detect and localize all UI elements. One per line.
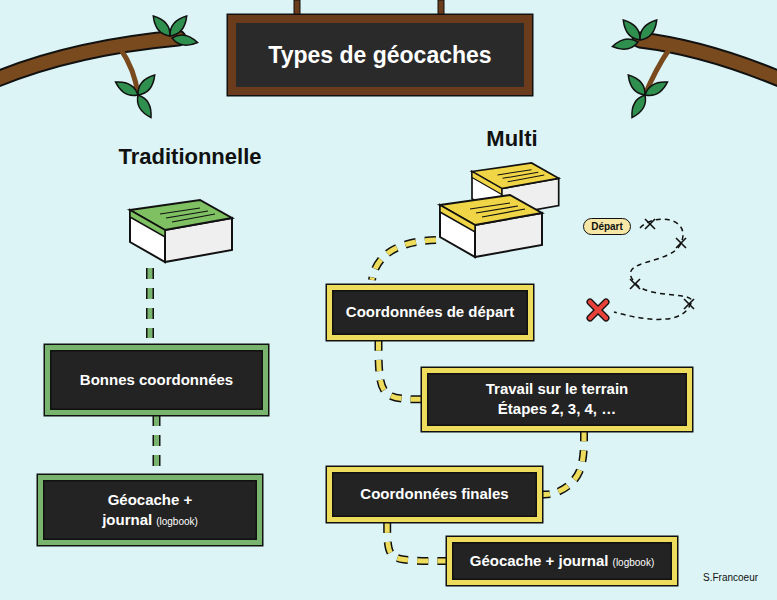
box-label: Coordonnées finales (360, 485, 508, 502)
box-label: Travail sur le terrain Étapes 2, 3, 4, … (486, 380, 629, 417)
signature: S.Francoeur (703, 572, 758, 583)
process-box: Coordonnées finales (327, 467, 542, 522)
box-label: Bonnes coordonnées (80, 371, 233, 388)
box-label: Coordonnées de départ (346, 303, 514, 320)
title-sign: Types de géocaches (228, 15, 532, 95)
dashed-connector (379, 340, 423, 399)
box-text: Coordonnées de départ (346, 302, 514, 322)
box-text: Géocache + journal(logbook) (75, 490, 225, 531)
connector-outline (379, 340, 423, 399)
dashed-connector (387, 522, 447, 561)
tree-branch (612, 17, 777, 120)
dashed-leader (146, 268, 154, 338)
box-label: (logbook) (613, 557, 655, 568)
box-text: Travail sur le terrain Étapes 2, 3, 4, … (470, 379, 645, 420)
connector-line (542, 431, 584, 495)
box-text: Coordonnées finales (360, 484, 508, 504)
box-label: Géocache + journal (470, 552, 609, 569)
dashed-leader (372, 240, 436, 280)
start-tag: Départ (583, 218, 631, 235)
process-box: Bonnes coordonnées (45, 345, 268, 415)
dashed-connector (156, 415, 157, 475)
column-heading: Traditionnelle (118, 144, 261, 170)
connector-outline (153, 415, 161, 475)
box-label: (logbook) (156, 516, 198, 527)
tree-branch (0, 13, 198, 120)
dashed-leader (372, 240, 436, 280)
column-heading: Multi (486, 126, 537, 152)
cache-box (440, 195, 542, 257)
process-box: Géocache + journal(logbook) (38, 475, 262, 545)
process-box: Géocache + journal (logbook) (447, 537, 677, 585)
process-box: Coordonnées de départ (327, 285, 533, 340)
box-text: Bonnes coordonnées (80, 370, 233, 390)
cache-box (130, 200, 232, 262)
box-text: Géocache + journal (logbook) (470, 551, 655, 571)
connector-line (387, 522, 447, 561)
dashed-leader (148, 268, 153, 338)
connector-outline (387, 522, 447, 561)
process-box: Travail sur le terrain Étapes 2, 3, 4, … (422, 368, 692, 431)
connector-line (154, 415, 159, 475)
connector-line (379, 340, 423, 399)
dashed-connector (542, 431, 584, 495)
connector-outline (542, 431, 584, 495)
